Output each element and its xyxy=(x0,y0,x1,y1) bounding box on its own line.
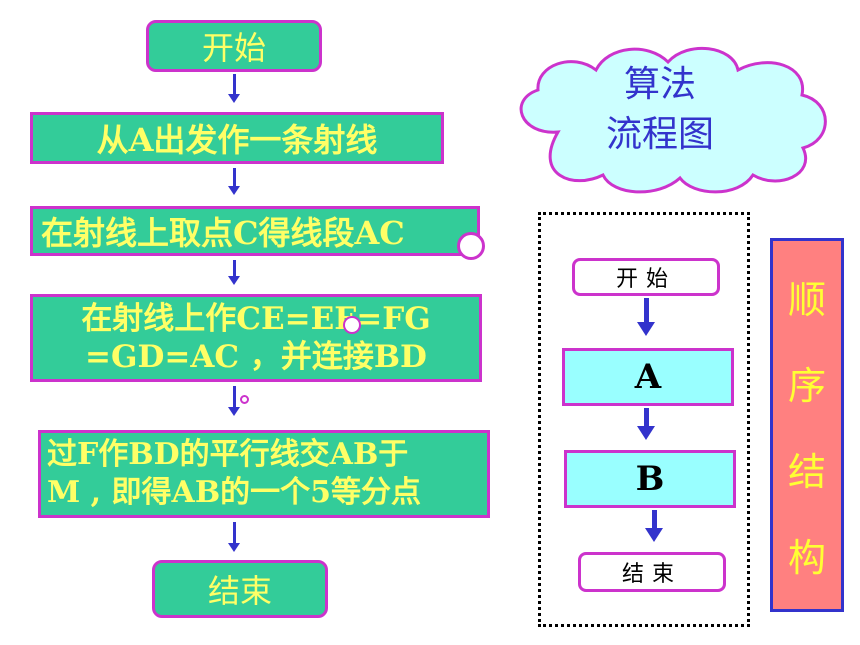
start-label: 开始 xyxy=(201,29,266,67)
side-char-3: 结 xyxy=(787,449,826,494)
step4-line1: 过F作BD的平行线交AB于 xyxy=(47,437,409,472)
seq-arrow-1-line xyxy=(644,298,649,324)
sequence-end-label: 结束 xyxy=(621,562,682,587)
start-node: 开始 xyxy=(146,20,322,72)
side-char-1: 顺 xyxy=(787,277,826,322)
step1-label: 从A出发作一条射线 xyxy=(96,121,378,159)
step3-line2: =GD=AC ，并连接BD xyxy=(85,339,427,375)
arrow-2-head xyxy=(228,186,240,195)
sequence-end-node: 结束 xyxy=(578,552,726,592)
step4-line2: M , 即得AB的一个5等分点 xyxy=(47,475,422,510)
sequence-start-label: 开始 xyxy=(615,267,676,292)
seq-arrow-2-head xyxy=(637,426,655,440)
side-char-4: 构 xyxy=(787,535,826,580)
process-b-box: B xyxy=(564,450,736,508)
connector-circle-large xyxy=(457,232,485,260)
side-char-2: 序 xyxy=(787,363,826,408)
cloud-title-line2: 流程图 xyxy=(605,114,714,155)
seq-arrow-2-line xyxy=(644,408,649,428)
arrow-1-head xyxy=(228,94,240,103)
cloud-shape xyxy=(519,46,827,194)
process-a-box: A xyxy=(562,348,734,406)
seq-arrow-1-head xyxy=(637,322,655,336)
seq-arrow-3-line xyxy=(652,510,657,530)
end-label: 结束 xyxy=(207,572,272,610)
process-b-label: B xyxy=(635,459,665,499)
seq-arrow-3-head xyxy=(645,528,663,542)
step3-box: 在射线上作CE=EF=FG =GD=AC ，并连接BD xyxy=(30,294,482,382)
arrow-1-line xyxy=(233,74,236,95)
process-a-label: A xyxy=(634,357,662,397)
step2-label: 在射线上取点C得线段AC xyxy=(41,214,405,252)
step4-box: 过F作BD的平行线交AB于 M , 即得AB的一个5等分点 xyxy=(38,430,490,518)
step2-box: 在射线上取点C得线段AC xyxy=(30,206,480,256)
cloud-title-line1: 算法 xyxy=(623,64,696,105)
step1-box: 从A出发作一条射线 xyxy=(30,112,444,164)
arrow-4-line xyxy=(233,386,236,408)
step3-line1: 在射线上作CE=EF=FG xyxy=(81,301,431,337)
arrow-5-head xyxy=(228,543,240,552)
arrow-2-line xyxy=(233,168,236,187)
arrow-4-head xyxy=(228,407,240,416)
connector-circle-medium xyxy=(343,316,361,334)
connector-circle-small xyxy=(240,395,249,404)
sequence-frame xyxy=(538,212,750,627)
sequence-start-node: 开始 xyxy=(572,258,720,296)
arrow-3-head xyxy=(228,276,240,285)
end-node: 结束 xyxy=(152,560,328,618)
arrow-3-line xyxy=(233,260,236,277)
sequence-structure-label: 顺 序 结 构 xyxy=(770,238,844,612)
arrow-5-line xyxy=(233,522,236,544)
cloud-title: 算法 流程图 xyxy=(560,60,760,160)
